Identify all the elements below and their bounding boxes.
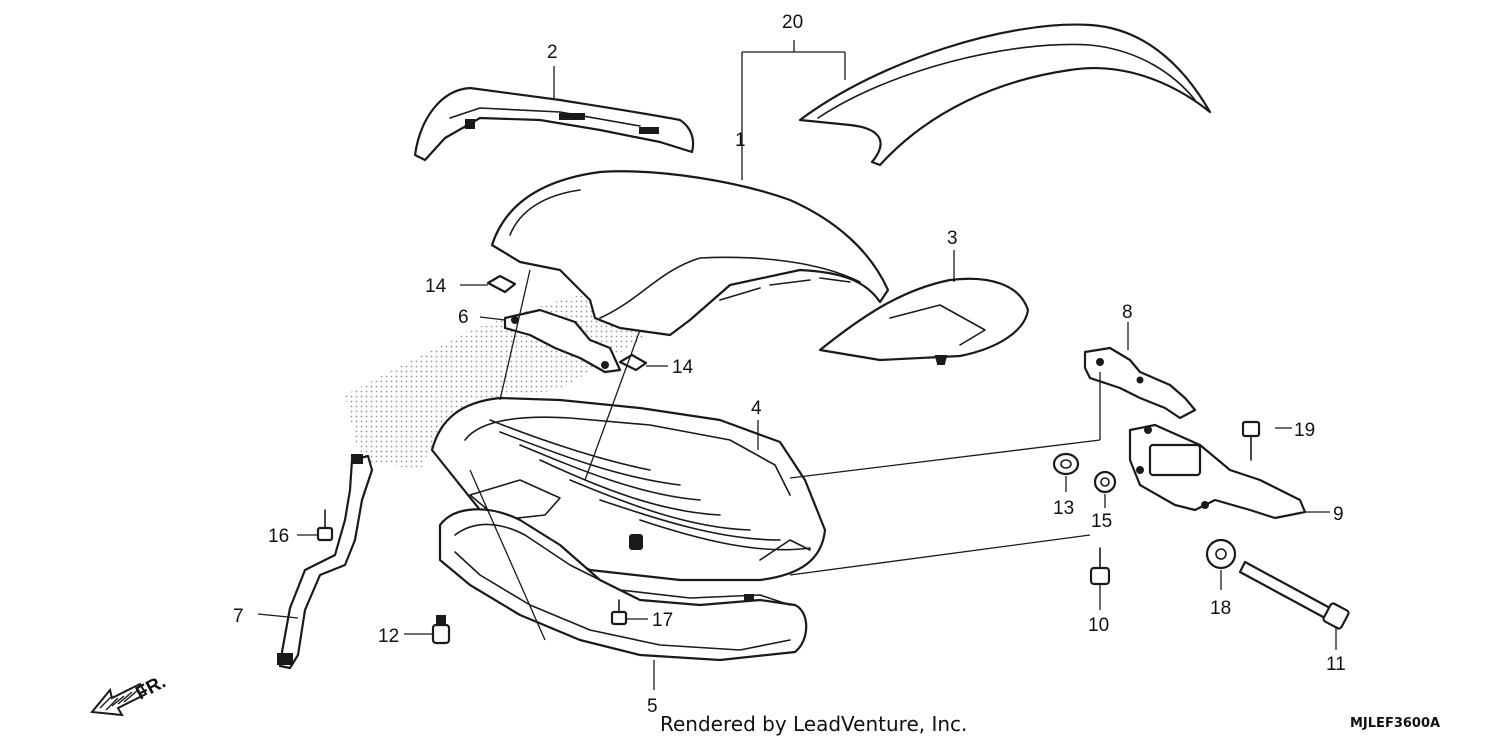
part-16-bolt[interactable]: [316, 509, 334, 542]
leader-lines: [257, 40, 1337, 690]
diagram-code: MJLEF3600A: [1350, 716, 1441, 731]
part-2-spoiler[interactable]: [413, 86, 695, 162]
part-17-screw[interactable]: [610, 599, 628, 626]
part-9-lower-bracket[interactable]: [1128, 423, 1307, 520]
shadow-area: [345, 280, 700, 470]
part-18-washer[interactable]: [1205, 538, 1237, 570]
callout-3: 3: [947, 228, 958, 249]
front-indicator-label: FR.: [132, 672, 169, 705]
callout-8: 8: [1122, 302, 1133, 323]
callout-2: 2: [547, 42, 558, 63]
callout-13: 13: [1053, 498, 1074, 519]
callout-16: 16: [268, 526, 289, 547]
part-6-hinge-bracket[interactable]: [503, 308, 622, 374]
callout-17: 17: [652, 610, 673, 631]
callout-1: 1: [735, 130, 746, 151]
callout-10: 10: [1088, 615, 1109, 636]
callout-6: 6: [458, 307, 469, 328]
part-11-long-bolt[interactable]: [1238, 560, 1350, 630]
callout-5: 5: [647, 696, 658, 717]
part-7-side-stay[interactable]: [277, 454, 374, 670]
callout-15: 15: [1091, 511, 1112, 532]
part-3-top-pad[interactable]: [818, 277, 1030, 365]
callout-20: 20: [782, 12, 803, 33]
part-14-clip-upper[interactable]: [486, 274, 517, 294]
callout-14-lower: 14: [672, 357, 694, 378]
part-13-nut[interactable]: [1052, 452, 1080, 476]
callout-9: 9: [1333, 504, 1344, 525]
callout-18: 18: [1210, 598, 1231, 619]
callout-19: 19: [1294, 420, 1315, 441]
callout-11: 11: [1326, 654, 1346, 675]
render-credit: Rendered by LeadVenture, Inc.: [660, 712, 968, 736]
part-14-clip-lower[interactable]: [618, 353, 648, 372]
part-12-grommet[interactable]: [431, 615, 451, 645]
callout-4: 4: [751, 398, 762, 419]
part-5-base-seal[interactable]: [438, 508, 808, 662]
part-20-top-cover-trim[interactable]: [798, 23, 1212, 167]
part-1-top-lid[interactable]: [490, 170, 890, 337]
part-15-washer[interactable]: [1093, 470, 1117, 494]
callout-7: 7: [233, 606, 244, 627]
part-10-bolt[interactable]: [1089, 547, 1111, 586]
callout-12: 12: [378, 626, 399, 647]
part-19-bolt[interactable]: [1241, 420, 1261, 461]
part-8-upper-bracket[interactable]: [1083, 346, 1197, 420]
callout-14-upper: 14: [425, 276, 447, 297]
front-arrow-icon: FR.: [90, 672, 169, 717]
